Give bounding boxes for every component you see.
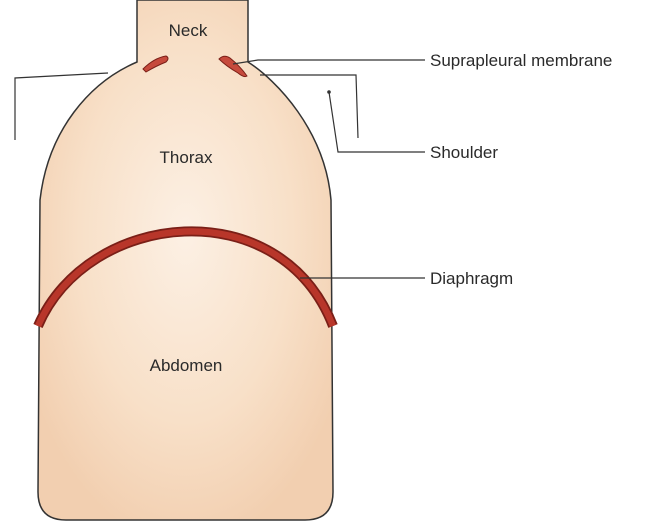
shoulder-leader [329,92,425,152]
diaphragm-label: Diaphragm [430,269,513,288]
suprapleural-membrane-leader [233,60,425,64]
shoulder-label: Shoulder [430,143,498,162]
suprapleural-membrane-label: Suprapleural membrane [430,51,612,70]
shoulder-leader-dot [327,90,331,94]
abdomen-label: Abdomen [150,356,223,375]
thorax-label: Thorax [160,148,213,167]
neck-label: Neck [169,21,208,40]
